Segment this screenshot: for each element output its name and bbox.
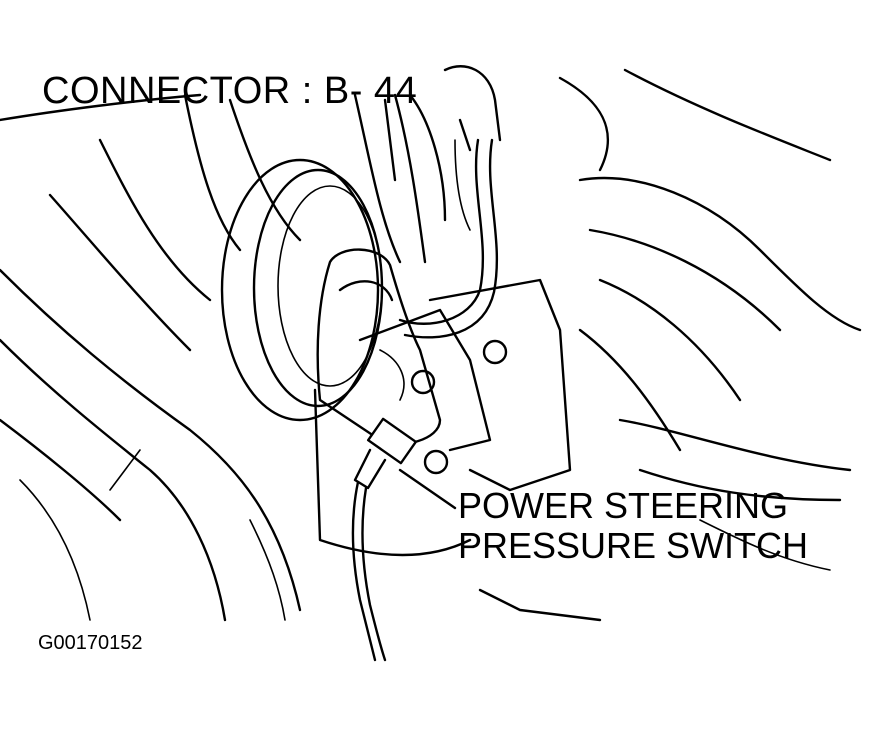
- figure-id: G00170152: [38, 632, 143, 654]
- pump-pulley: [220, 158, 384, 422]
- right-side-housing: [478, 176, 862, 622]
- switch-label-line-2: PRESSURE SWITCH: [458, 525, 809, 566]
- mounting-bracket: [313, 278, 572, 557]
- pressure-switch: [353, 417, 418, 490]
- switch-wire: [351, 480, 387, 662]
- pressure-pipe: [398, 138, 499, 339]
- power-steering-pump: [316, 248, 492, 452]
- drive-belts: [0, 138, 302, 622]
- upper-hoses: [183, 65, 502, 264]
- engine-bay-frame: [0, 68, 832, 222]
- switch-leader-line: [398, 468, 457, 510]
- switch-label-line-1: POWER STEERING: [458, 485, 789, 526]
- connector-label: CONNECTOR : B- 44: [42, 70, 418, 112]
